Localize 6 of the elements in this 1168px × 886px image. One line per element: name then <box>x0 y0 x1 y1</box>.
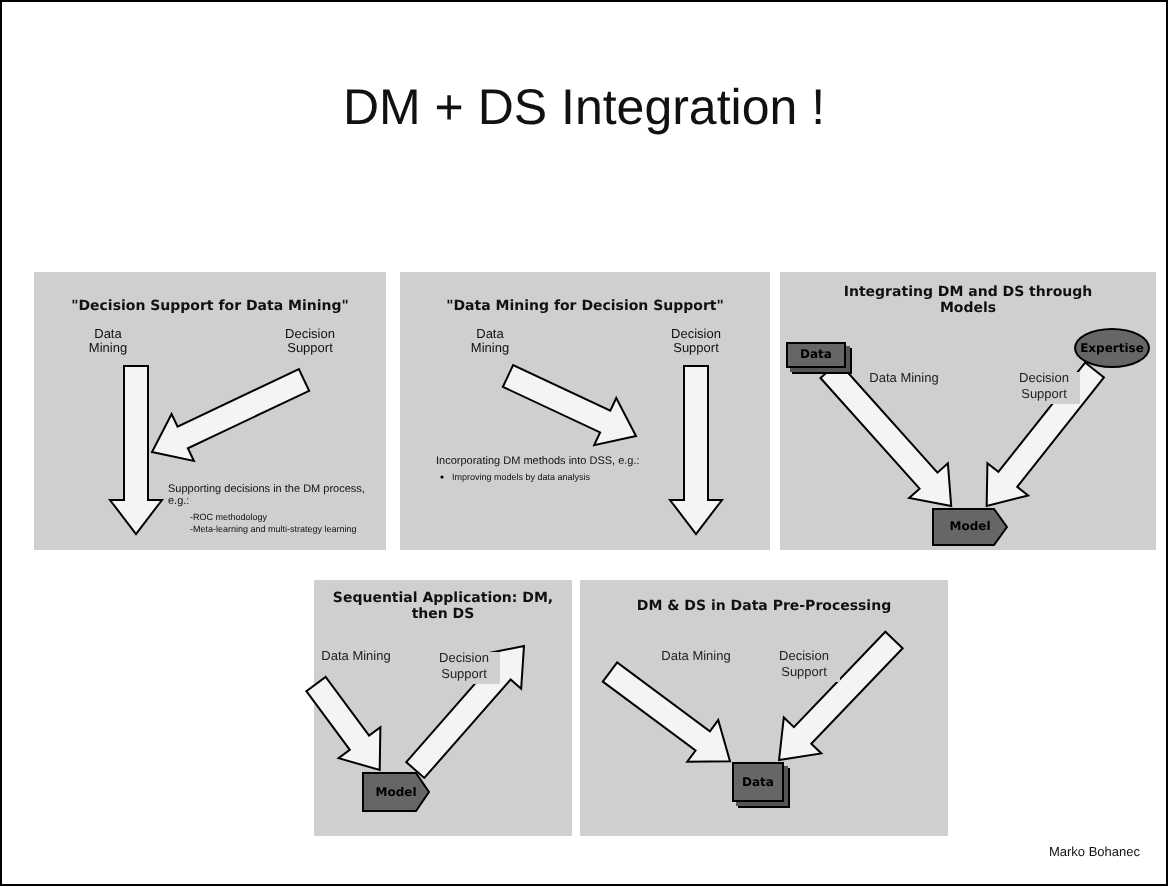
block-arrow <box>601 660 732 763</box>
block-arrow <box>304 675 382 772</box>
slide-title: DM + DS Integration ! <box>340 80 828 138</box>
slide-panel <box>34 272 386 550</box>
slide-panel <box>400 272 770 550</box>
block-arrow <box>777 630 905 762</box>
